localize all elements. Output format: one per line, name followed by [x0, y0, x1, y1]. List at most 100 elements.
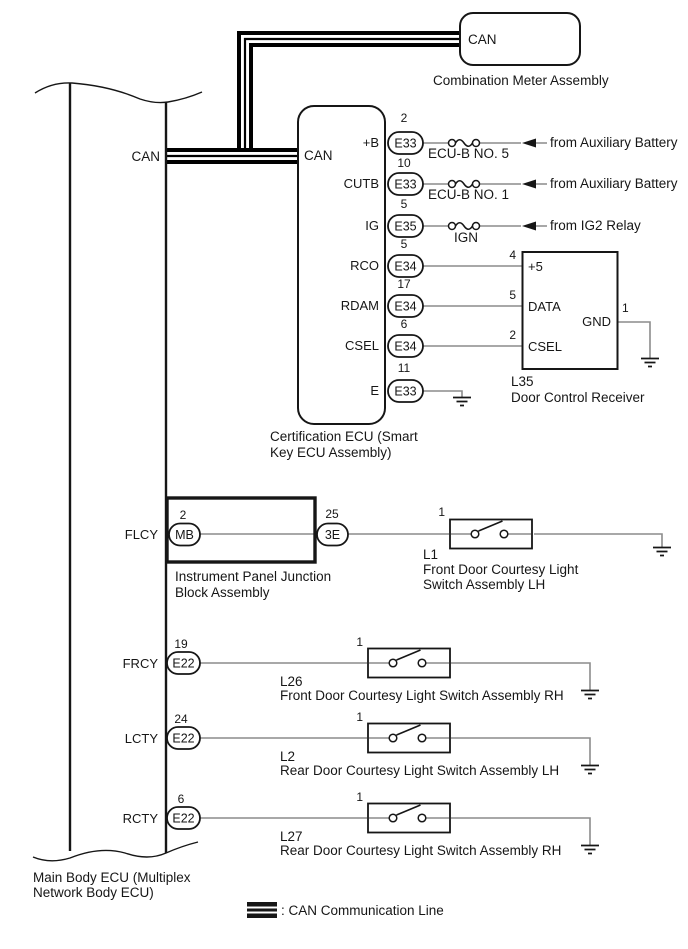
junction-pin-num-right: 25 — [325, 507, 339, 521]
switch-code-l2: L2 — [280, 749, 295, 764]
junction-block-label-1: Instrument Panel Junction — [175, 569, 331, 584]
signal-label-flcy: FLCY — [125, 527, 159, 542]
connector-oval-e22-lcty — [166, 726, 201, 750]
connector-oval-e34-rco — [387, 254, 424, 278]
switch-pin-num-l1: 1 — [438, 505, 445, 519]
pin-name-cutb: CUTB — [344, 176, 379, 191]
cert-ecu-can-pin-label: CAN — [304, 148, 333, 163]
receiver-pin-csel: CSEL — [528, 339, 562, 354]
receiver-code: L35 — [511, 374, 534, 389]
connector-oval-e35-ig — [387, 214, 424, 238]
switch-code-l1: L1 — [423, 547, 438, 562]
main-body-ecu-outline — [32, 82, 203, 862]
pin-num-lcty: 24 — [174, 712, 188, 726]
source-label-ig: from IG2 Relay — [550, 218, 641, 233]
signal-label-lcty: LCTY — [125, 731, 159, 746]
receiver-pin-plus5: +5 — [528, 259, 543, 274]
receiver-pin-num-data: 5 — [509, 288, 516, 302]
connector-code-e22-frcy: E22 — [172, 657, 194, 671]
main-body-ecu-can-label: CAN — [131, 149, 160, 164]
pin-num-rcty: 6 — [178, 792, 185, 806]
pin-num-csel: 6 — [401, 317, 408, 331]
fuse-icon-ign — [447, 221, 481, 231]
cert-ecu-label-1: Certification ECU (Smart — [270, 429, 418, 444]
wires — [200, 142, 663, 845]
fuse-icon-ecu-b-no1 — [447, 179, 481, 189]
pin-num-cutb: 10 — [397, 156, 411, 170]
switch-box-l26 — [367, 647, 451, 679]
ground-icon-e — [453, 396, 471, 407]
break-line-top — [34, 82, 203, 104]
connector-code-e34-csel: E34 — [394, 340, 416, 354]
arrow-icon-cutb — [522, 179, 536, 189]
connector-code-e22-lcty: E22 — [172, 732, 194, 746]
wire-rcty — [200, 817, 591, 845]
switch-code-l26: L26 — [280, 674, 303, 689]
switch-box-l2 — [367, 722, 451, 754]
pin-num-rco: 5 — [401, 237, 408, 251]
break-line-bottom — [32, 841, 199, 862]
arrow-icon-ig — [522, 221, 536, 231]
pin-num-ig: 5 — [401, 197, 408, 211]
receiver-pin-num-csel: 2 — [509, 328, 516, 342]
meter-can-pin-label: CAN — [468, 32, 497, 47]
connector-code-e35-ig: E35 — [394, 220, 416, 234]
ground-icon-l26 — [581, 689, 599, 700]
connector-code-e33-cutb: E33 — [394, 178, 416, 192]
certification-ecu-box — [297, 105, 386, 425]
switch-box-l1 — [449, 518, 533, 550]
switch-label-l26: Front Door Courtesy Light Switch Assembl… — [280, 688, 564, 703]
labels: CAN Combination Meter Assembly CAN Main … — [33, 32, 678, 918]
switch-label-l27: Rear Door Courtesy Light Switch Assembly… — [280, 843, 561, 858]
pin-name-ig: IG — [365, 218, 379, 233]
switch-icon-l27 — [388, 804, 427, 823]
connector-oval-e33-cutb — [387, 172, 424, 196]
switch-pin-num-l27: 1 — [356, 790, 363, 804]
junction-block-label-2: Block Assembly — [175, 585, 270, 600]
connector-code-e34-rdam: E34 — [394, 300, 416, 314]
pin-num-plus-b: 2 — [401, 111, 408, 125]
can-line-legend-icon — [247, 902, 277, 918]
connector-oval-e22-frcy — [166, 651, 201, 675]
fuse-label-ign: IGN — [454, 230, 478, 245]
main-body-ecu-label-1: Main Body ECU (Multiplex — [33, 870, 191, 885]
receiver-pin-num-plus5: 4 — [509, 248, 516, 262]
connector-oval-mb — [168, 522, 201, 547]
switch-pin-num-l26: 1 — [356, 635, 363, 649]
receiver-pin-num-gnd: 1 — [622, 301, 629, 315]
junction-block-box — [165, 496, 317, 564]
wire-gnd — [618, 321, 651, 358]
source-label-cutb: from Auxiliary Battery — [550, 176, 678, 191]
switch-label-l2: Rear Door Courtesy Light Switch Assembly… — [280, 763, 559, 778]
pin-name-plus-b: +B — [363, 135, 379, 150]
connector-code-3e: 3E — [325, 528, 340, 542]
main-body-ecu-label-2: Network Body ECU) — [33, 885, 154, 900]
connector-code-e22-rcty: E22 — [172, 812, 194, 826]
switch-label-l1-line1: Front Door Courtesy Light — [423, 562, 579, 577]
wire-frcy — [200, 662, 591, 690]
fuse-label-ecu-b-no5: ECU-B NO. 5 — [428, 146, 509, 161]
connector-code-e34-rco: E34 — [394, 260, 416, 274]
door-control-receiver-box — [521, 251, 619, 370]
connector-oval-e33-b — [387, 131, 424, 155]
switch-icon-l1 — [470, 520, 509, 539]
wire-lcty — [200, 737, 591, 765]
connector-oval-3e — [316, 522, 349, 547]
switch-box-l27 — [367, 802, 451, 834]
ground-icon-l1 — [653, 546, 671, 557]
switch-pin-num-l2: 1 — [356, 710, 363, 724]
legend-label: : CAN Communication Line — [281, 903, 444, 918]
ground-icon-receiver — [641, 357, 659, 368]
switch-code-l27: L27 — [280, 829, 303, 844]
junction-pin-num-left: 2 — [180, 508, 187, 522]
fuse-label-ecu-b-no1: ECU-B NO. 1 — [428, 187, 509, 202]
receiver-label: Door Control Receiver — [511, 390, 645, 405]
ground-icon-l2 — [581, 764, 599, 775]
combination-meter-label: Combination Meter Assembly — [433, 73, 609, 88]
can-line-to-meter — [237, 31, 460, 152]
wire-flcy — [200, 533, 663, 547]
cert-ecu-label-2: Key ECU Assembly) — [270, 445, 392, 460]
connector-code-e33-e: E33 — [394, 385, 416, 399]
